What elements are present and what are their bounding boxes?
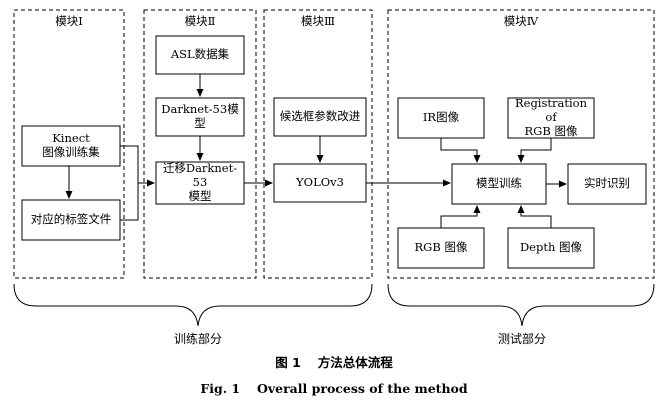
box-train bbox=[451, 163, 547, 205]
arrow-depth-train bbox=[517, 205, 552, 228]
box-ir bbox=[397, 97, 485, 139]
module-3-title: 模块Ⅲ bbox=[300, 14, 336, 28]
yolo-label: YOLOv3 bbox=[296, 175, 344, 190]
ir-label: IR图像 bbox=[422, 110, 460, 125]
box-anchor bbox=[273, 97, 367, 137]
asl-label: ASL数据集 bbox=[170, 47, 230, 62]
box-yolo bbox=[273, 163, 367, 203]
module-2-frame bbox=[143, 9, 257, 279]
depth-label: Depth 图像 bbox=[519, 240, 583, 255]
test-part-label: 测试部分 bbox=[497, 332, 547, 346]
module-3-frame bbox=[263, 9, 373, 279]
arrow-kinect-transfer bbox=[120, 145, 155, 187]
module-1-title: 模块Ⅰ bbox=[55, 14, 83, 28]
module-2-title: 模块Ⅱ bbox=[184, 14, 216, 28]
brace-test bbox=[387, 283, 655, 327]
rgb-label: RGB 图像 bbox=[414, 240, 468, 255]
anchor-label: 候选框参数改进 bbox=[279, 109, 361, 124]
brace-train bbox=[13, 283, 373, 327]
darknet-label: Darknet-53模型 bbox=[161, 102, 239, 130]
caption-cn: 图 1 方法总体流程 bbox=[275, 355, 393, 370]
arrow-rgb-train bbox=[440, 205, 481, 228]
box-labels bbox=[21, 199, 121, 241]
realtime-label: 实时识别 bbox=[584, 176, 630, 191]
box-realtime bbox=[567, 163, 647, 205]
box-rgb bbox=[397, 227, 485, 269]
reg-label: Registration of RGB 图像 bbox=[514, 96, 587, 138]
labels-label: 对应的标签文件 bbox=[30, 212, 112, 227]
train-label: 模型训练 bbox=[476, 176, 522, 191]
module-4-title: 模块Ⅳ bbox=[503, 14, 539, 28]
box-darknet bbox=[155, 97, 245, 137]
transfer-label: 迁移Darknet-53 模型 bbox=[162, 161, 238, 203]
kinect-label: Kinect 图像训练集 bbox=[42, 131, 100, 159]
arrow-labels-transfer bbox=[120, 183, 139, 221]
arrow-ir-train bbox=[440, 138, 481, 163]
train-part-label: 训练部分 bbox=[173, 332, 223, 346]
caption-en: Fig. 1 Overall process of the method bbox=[200, 381, 468, 396]
module-4-frame bbox=[387, 9, 655, 279]
arrow-reg-train bbox=[517, 138, 552, 163]
box-kinect bbox=[21, 125, 121, 167]
box-reg bbox=[507, 97, 595, 139]
box-depth bbox=[507, 227, 595, 269]
